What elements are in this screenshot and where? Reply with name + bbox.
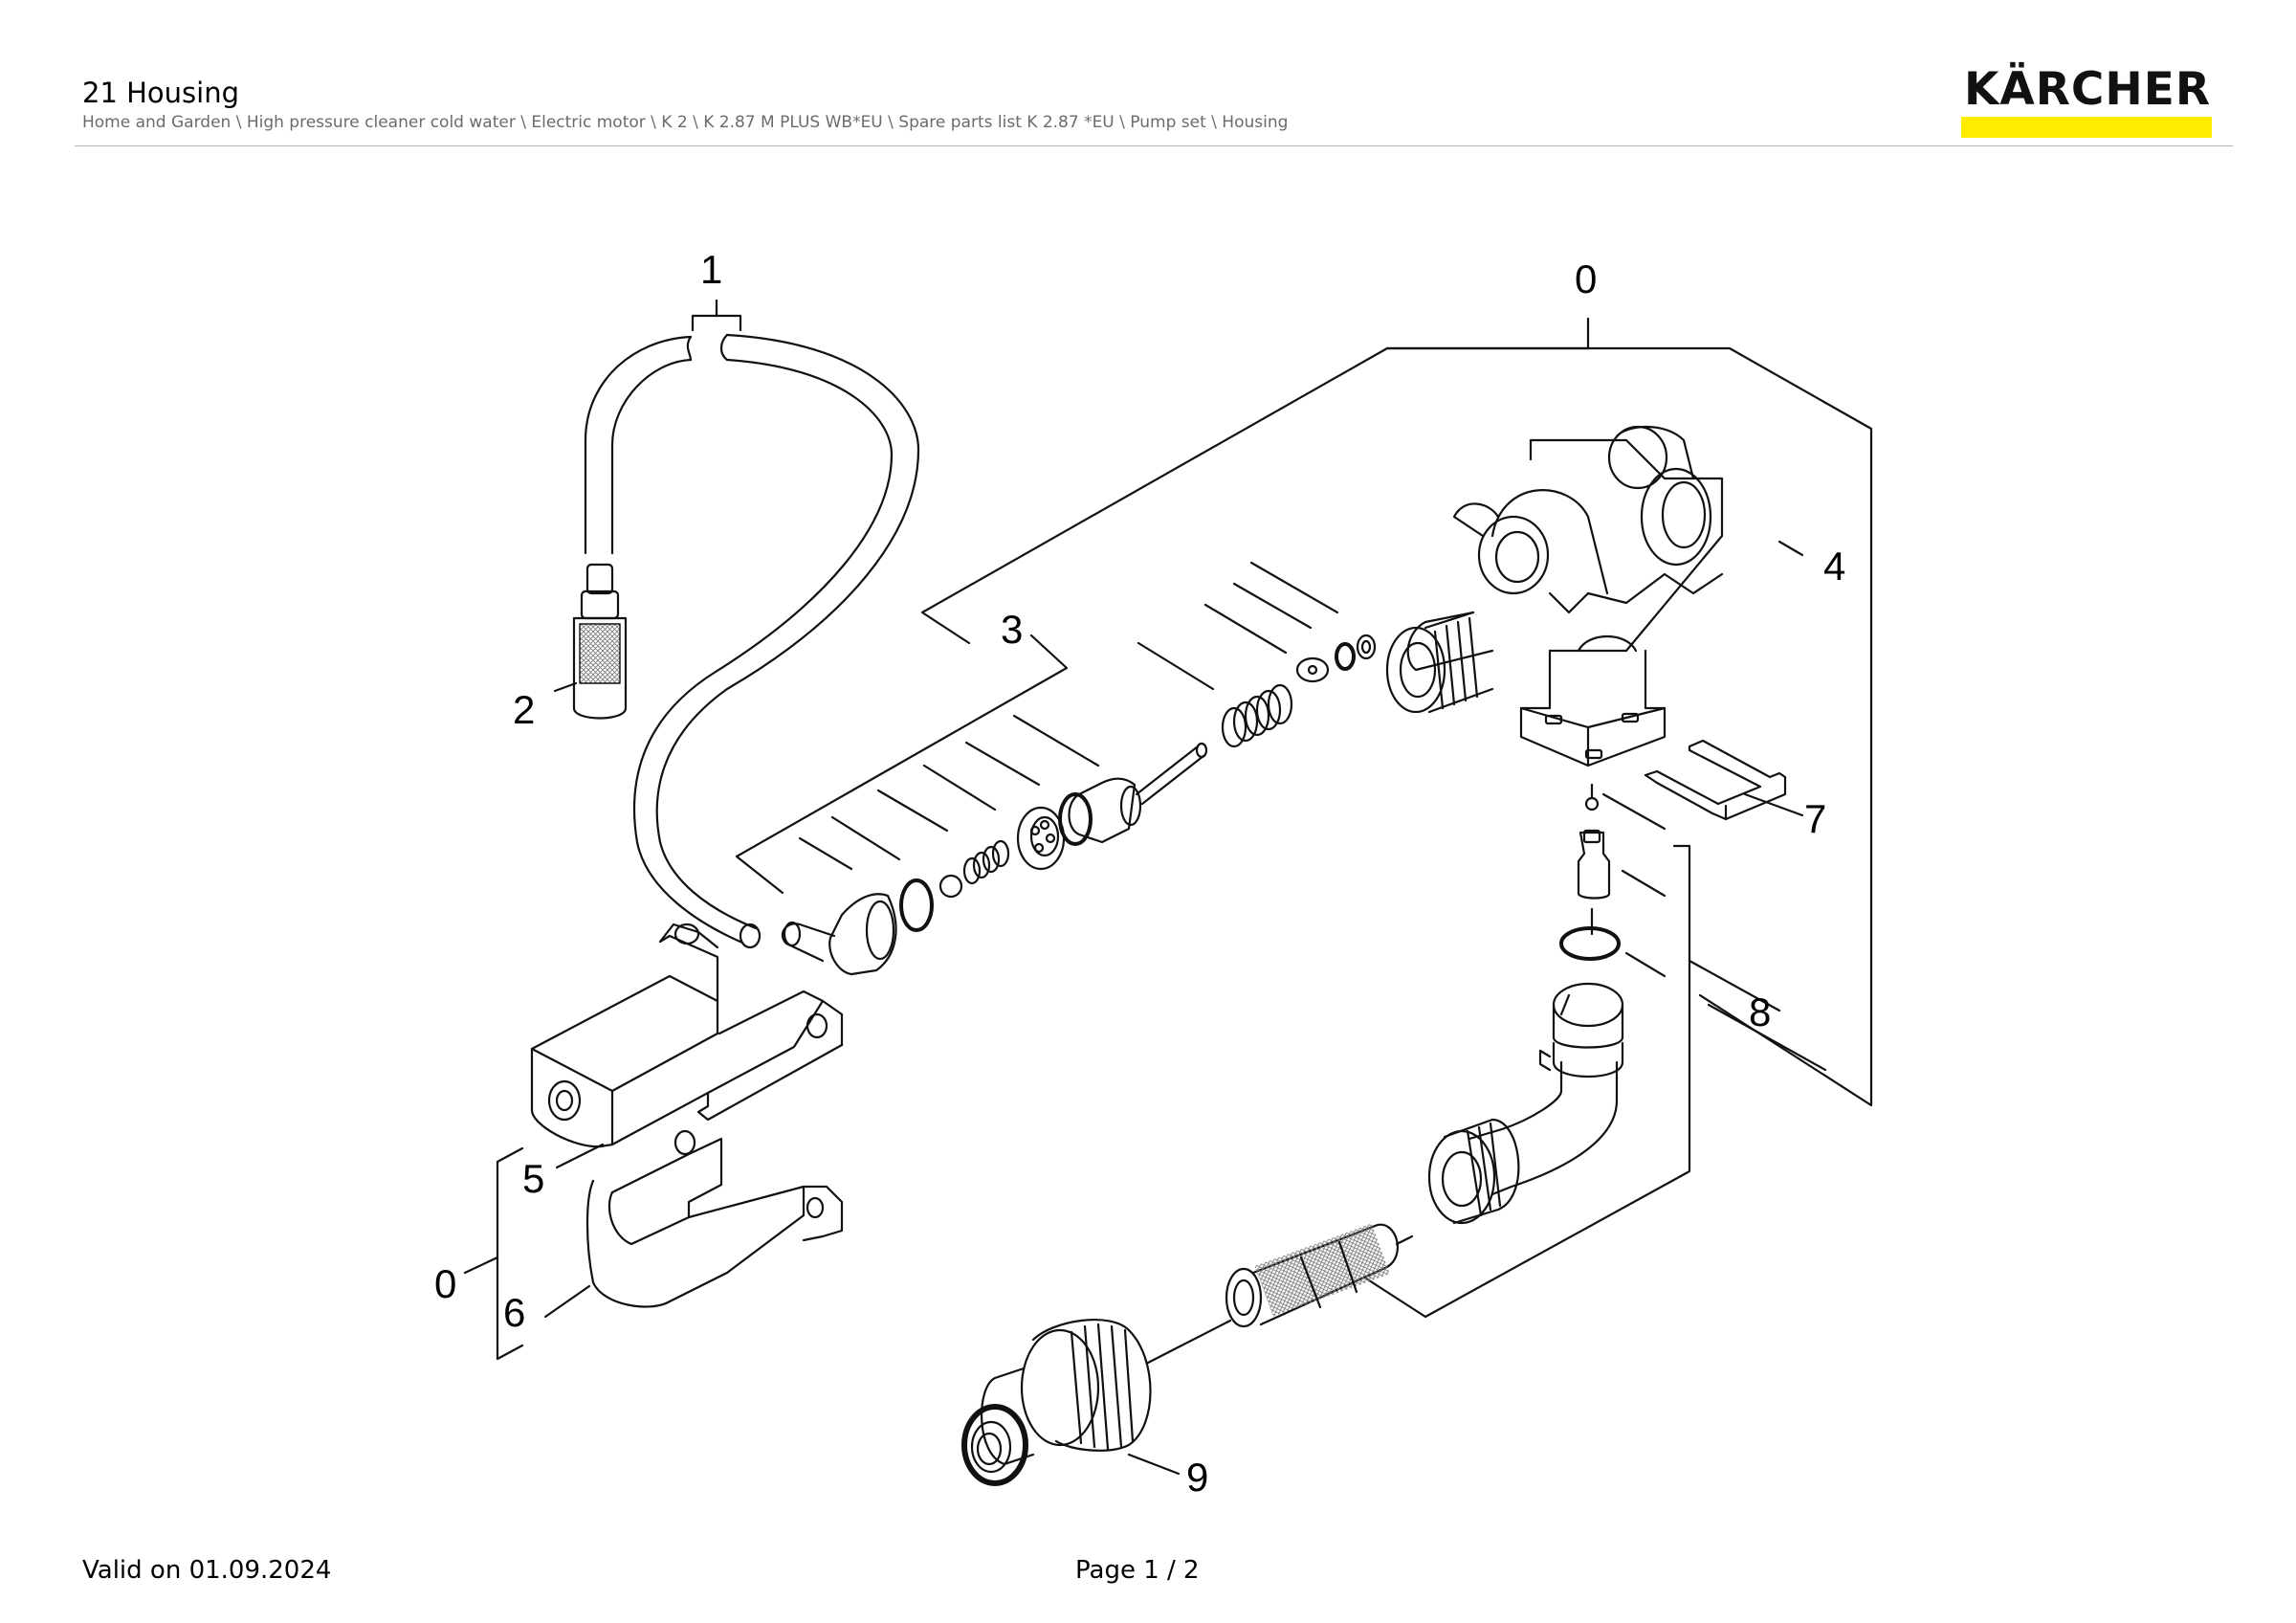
part-8-parts xyxy=(1364,783,1827,1319)
hose-connector-part xyxy=(961,1319,1181,1486)
clip-part xyxy=(1644,739,1804,821)
callout-0-top: 0 xyxy=(1575,256,1597,301)
page-number: Page 1 / 2 xyxy=(1075,1556,1200,1585)
callout-6: 6 xyxy=(503,1290,525,1335)
bracket-part-6 xyxy=(543,1129,844,1319)
callout-5: 5 xyxy=(522,1156,544,1201)
callout-4: 4 xyxy=(1823,544,1845,589)
housing-base xyxy=(1519,634,1667,767)
page-title: 21 Housing xyxy=(82,77,240,109)
callout-8: 8 xyxy=(1749,989,1771,1034)
callout-7: 7 xyxy=(1804,796,1826,841)
logo-wordmark: KÄRCHER xyxy=(1963,63,2212,116)
callout-1-bracket xyxy=(691,299,742,332)
breadcrumb: Home and Garden \ High pressure cleaner … xyxy=(82,113,1289,132)
logo-yellow-bar xyxy=(1961,117,2212,138)
elbow-threaded-end xyxy=(1427,1118,1520,1225)
callout-9: 9 xyxy=(1186,1455,1208,1500)
assembly-bracket-top xyxy=(920,317,1873,1107)
header-divider xyxy=(75,145,2233,146)
assembly-bracket-left xyxy=(463,1146,524,1361)
filter-cartridge xyxy=(1146,1223,1414,1365)
pump-housing xyxy=(1385,425,1804,767)
callout-0-left: 0 xyxy=(434,1261,456,1306)
bracket-part-5 xyxy=(530,923,844,1169)
callout-3: 3 xyxy=(1001,607,1023,652)
check-valve-body xyxy=(781,893,897,976)
callout-2: 2 xyxy=(513,687,535,732)
spring-large xyxy=(1221,683,1293,748)
elbow-pipe xyxy=(1427,982,1624,1225)
filter-connector-part xyxy=(553,563,628,720)
valve-parts xyxy=(781,634,1377,976)
hose-part xyxy=(584,333,920,949)
threaded-outlet xyxy=(1385,611,1494,714)
valve-disc xyxy=(1016,806,1066,871)
karcher-logo: KÄRCHER xyxy=(1961,63,2214,138)
callout-labels: 1 0 2 3 4 5 0 6 7 8 9 xyxy=(434,247,1845,1500)
callout-1: 1 xyxy=(700,247,722,292)
spring-small xyxy=(962,839,1010,885)
part-3-leader-lines xyxy=(735,561,1339,895)
valid-date: Valid on 01.09.2024 xyxy=(82,1556,332,1585)
